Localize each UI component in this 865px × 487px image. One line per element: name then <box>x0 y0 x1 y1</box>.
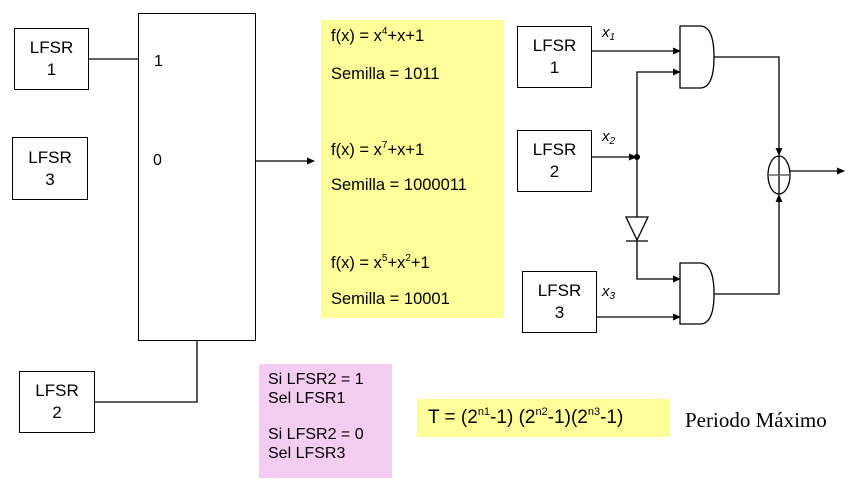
lfsr1-right-number: 1 <box>549 58 560 77</box>
lfsr3-right-label: LFSR <box>537 281 582 300</box>
polynomial-3: f(x) = x5+x2+1 <box>331 253 430 273</box>
signal-x2-label: x2 <box>602 128 616 147</box>
signal-x3-label: x3 <box>602 283 616 302</box>
period-formula-panel <box>417 399 670 437</box>
multiplexer <box>138 13 256 341</box>
lfsr3-box-right: LFSR 3 <box>522 271 597 333</box>
lfsr1-box-right: LFSR 1 <box>517 26 592 88</box>
lfsr3-right-number: 3 <box>554 303 565 322</box>
polynomial-1: f(x) = x4+x+1 <box>331 26 425 46</box>
seed-2: Semilla = 1000011 <box>331 176 467 194</box>
selection-note-line-3: Si LFSR2 = 0 <box>268 426 364 443</box>
period-formula: T = (2n1-1) (2n2-1)(2n3-1) <box>428 406 624 429</box>
selection-note-line-1: Si LFSR2 = 1 <box>268 371 364 388</box>
lfsr1-right-label: LFSR <box>532 36 577 55</box>
period-caption: Periodo Máximo <box>685 408 827 432</box>
polynomial-2: f(x) = x7+x+1 <box>331 140 425 160</box>
inverter <box>624 216 650 242</box>
lfsr1-left-label: LFSR <box>29 38 74 57</box>
lfsr3-left-label: LFSR <box>28 147 72 167</box>
signal-x1-label: x1 <box>602 24 616 43</box>
lfsr2-box-right: LFSR 2 <box>517 130 592 192</box>
mux-input-0-label: 0 <box>153 152 162 169</box>
lfsr2-right-number: 2 <box>549 162 560 181</box>
lfsr3-box-left: LFSR 3 <box>12 137 88 200</box>
junction-dot <box>634 154 640 160</box>
wire-and2-to-xor <box>714 194 783 295</box>
selection-note-panel <box>259 364 392 478</box>
lfsr2-box-left: LFSR 2 <box>19 371 95 433</box>
and-gate-1 <box>679 25 715 89</box>
polynomial-panel <box>321 20 504 318</box>
and-gate-2 <box>679 262 715 325</box>
lfsr2-left-number: 2 <box>52 403 62 422</box>
wire-and1-to-xor <box>714 56 783 156</box>
lfsr1-left-number: 1 <box>46 60 57 79</box>
seed-3: Semilla = 10001 <box>331 290 450 308</box>
wire-lfsr2-to-mux-select <box>94 341 198 403</box>
selection-note-line-4: Sel LFSR3 <box>268 445 346 462</box>
lfsr1-box-left: LFSR 1 <box>14 28 89 90</box>
wire-junction-to-and1 <box>636 68 681 157</box>
lfsr2-left-label: LFSR <box>35 381 79 400</box>
seed-1: Semilla = 1011 <box>331 65 440 83</box>
lfsr3-left-number: 3 <box>45 169 55 189</box>
mux-input-1-label: 1 <box>154 53 163 70</box>
selection-note-line-2: Sel LFSR1 <box>268 390 346 407</box>
lfsr2-right-label: LFSR <box>532 140 577 159</box>
wire-inverter-to-and2 <box>636 241 681 283</box>
